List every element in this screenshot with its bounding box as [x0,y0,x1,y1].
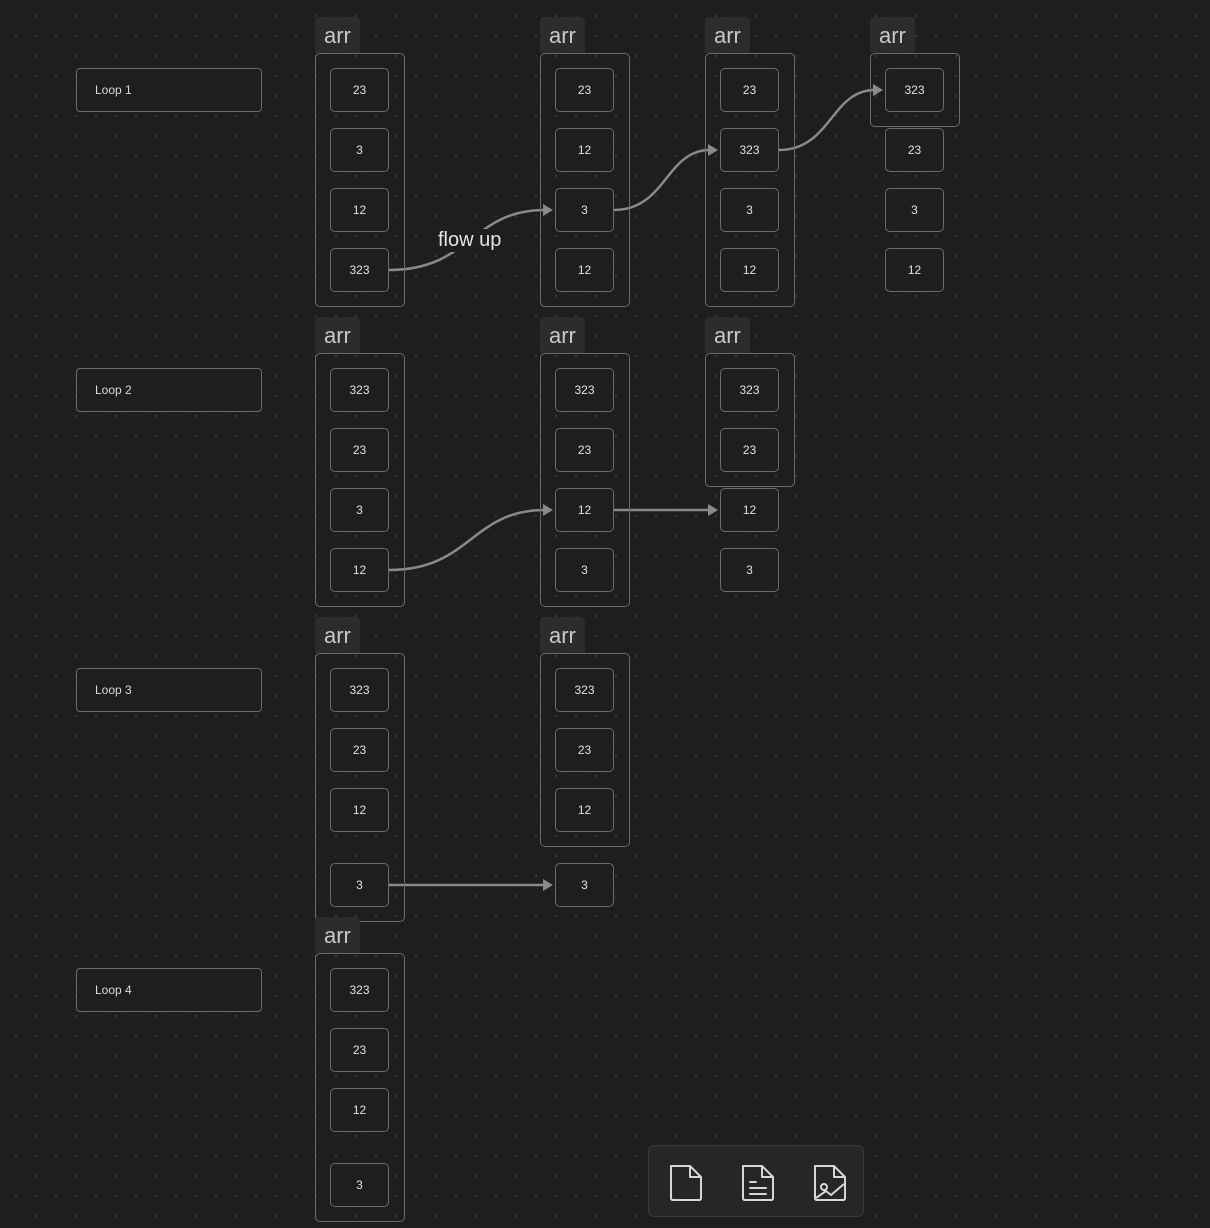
array-element-node[interactable]: 23 [885,128,944,172]
array-element-node[interactable]: 3 [330,488,389,532]
array-group[interactable] [540,353,630,607]
array-element-node[interactable]: 323 [330,368,389,412]
array-element-node[interactable]: 23 [330,428,389,472]
array-group[interactable] [870,53,960,127]
array-element-node[interactable]: 23 [330,728,389,772]
array-element-node[interactable]: 23 [720,428,779,472]
array-group-title[interactable]: arr [540,17,585,53]
insert-toolbar [648,1145,864,1217]
array-group[interactable] [315,53,405,307]
array-group-title[interactable]: arr [315,317,360,353]
array-element-node[interactable]: 3 [720,188,779,232]
image-file-icon [814,1165,846,1201]
array-element-node[interactable]: 323 [720,368,779,412]
array-element-node[interactable]: 12 [720,488,779,532]
array-group[interactable] [705,353,795,487]
array-element-node[interactable]: 12 [330,1088,389,1132]
array-element-node[interactable]: 3 [885,188,944,232]
array-element-node[interactable]: 323 [720,128,779,172]
add-image-file-button[interactable] [805,1158,853,1206]
array-element-node[interactable]: 23 [330,68,389,112]
array-element-node[interactable]: 12 [330,788,389,832]
array-group-title[interactable]: arr [540,317,585,353]
array-element-node[interactable]: 12 [555,488,614,532]
loop-4-label[interactable]: Loop 4 [76,968,262,1012]
array-element-node[interactable]: 23 [330,1028,389,1072]
array-element-node[interactable]: 3 [720,548,779,592]
array-group[interactable] [315,653,405,922]
loop-1-label[interactable]: Loop 1 [76,68,262,112]
blank-file-icon [670,1165,702,1201]
array-element-node[interactable]: 12 [555,248,614,292]
array-group-title[interactable]: arr [315,917,360,953]
array-element-node[interactable]: 12 [555,128,614,172]
add-blank-file-button[interactable] [661,1158,709,1206]
array-element-node[interactable]: 3 [555,548,614,592]
text-file-icon [742,1165,774,1201]
array-element-node[interactable]: 12 [555,788,614,832]
array-group-title[interactable]: arr [540,617,585,653]
array-element-node[interactable]: 323 [330,968,389,1012]
array-element-node[interactable]: 3 [330,1163,389,1207]
loop-label-text: Loop 2 [95,383,132,397]
array-group-title[interactable]: arr [315,17,360,53]
add-text-file-button[interactable] [733,1158,781,1206]
array-group[interactable] [315,353,405,607]
array-element-node[interactable]: 323 [330,248,389,292]
array-element-node[interactable]: 3 [330,863,389,907]
loop-label-text: Loop 1 [95,83,132,97]
array-element-node[interactable]: 23 [555,68,614,112]
array-group[interactable] [540,53,630,307]
loop-label-text: Loop 4 [95,983,132,997]
array-element-node[interactable]: 3 [555,863,614,907]
array-group[interactable] [540,653,630,847]
array-element-node[interactable]: 12 [330,188,389,232]
array-element-node[interactable]: 23 [720,68,779,112]
loop-3-label[interactable]: Loop 3 [76,668,262,712]
array-element-node[interactable]: 323 [330,668,389,712]
array-element-node[interactable]: 323 [555,368,614,412]
loop-2-label[interactable]: Loop 2 [76,368,262,412]
array-element-node[interactable]: 3 [555,188,614,232]
array-element-node[interactable]: 12 [885,248,944,292]
flow-arrowhead [708,504,718,516]
loop-label-text: Loop 3 [95,683,132,697]
array-element-node[interactable]: 12 [720,248,779,292]
array-group-title[interactable]: arr [315,617,360,653]
array-element-node[interactable]: 12 [330,548,389,592]
array-group[interactable] [315,953,405,1222]
array-element-node[interactable]: 323 [555,668,614,712]
array-group-title[interactable]: arr [705,17,750,53]
array-element-node[interactable]: 3 [330,128,389,172]
flow-arrowhead [543,879,553,891]
flow-up-label[interactable]: flow up [434,229,506,252]
array-element-node[interactable]: 23 [555,428,614,472]
array-group-title[interactable]: arr [870,17,915,53]
flow-arrow[interactable] [388,508,546,572]
array-group-title[interactable]: arr [705,317,750,353]
array-element-node[interactable]: 23 [555,728,614,772]
array-element-node[interactable]: 323 [885,68,944,112]
array-group[interactable] [705,53,795,307]
